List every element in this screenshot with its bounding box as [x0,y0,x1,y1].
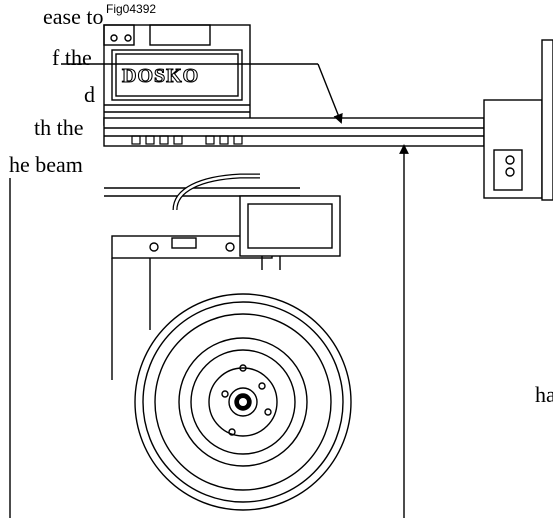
arrow-to-beam-top [317,63,343,124]
callout-text-line-4: th the [34,115,84,140]
wedge-end-plate [483,39,553,201]
callout-text-line-2: f the [52,45,92,70]
dosko-logo: DOSKO [122,65,199,87]
callout-text-line-5: he beam [9,152,83,177]
figure-id-label: Fig04392 [106,2,157,16]
callout-text-line-1: ease to [43,4,104,29]
engine-housing [239,195,341,270]
callout-text-line-3: d [84,82,95,107]
callout-text-right-fragment: ha [535,382,553,407]
wheel [134,293,352,511]
main-beam [103,117,485,147]
